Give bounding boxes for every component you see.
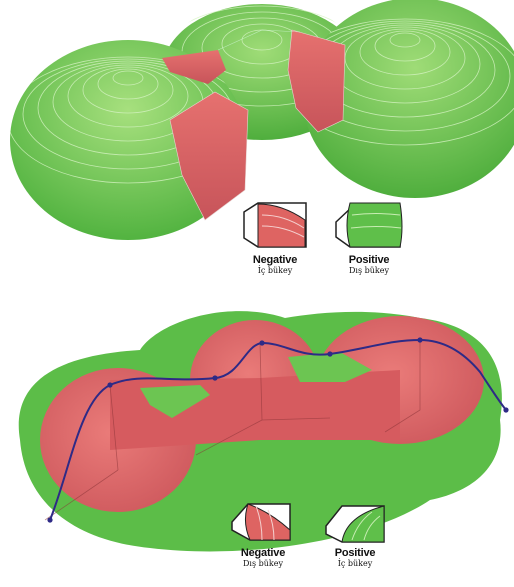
bottom-negative-subtitle: Dış bükey (228, 559, 298, 568)
top-positive-swatch (336, 203, 402, 247)
top-negative-label: Negative İç bükey (240, 254, 310, 275)
top-positive-label: Positive Dış bükey (334, 254, 404, 275)
bottom-positive-title: Positive (320, 547, 390, 559)
bottom-positive-subtitle: İç bükey (320, 559, 390, 568)
top-negative-subtitle: İç bükey (240, 266, 310, 275)
top-positive-subtitle: Dış bükey (334, 266, 404, 275)
top-negative-title: Negative (240, 254, 310, 266)
top-positive-title: Positive (334, 254, 404, 266)
bottom-negative-label: Negative Dış bükey (228, 547, 298, 568)
top-negative-swatch (244, 203, 306, 247)
bottom-negative-title: Negative (228, 547, 298, 559)
bottom-positive-label: Positive İç bükey (320, 547, 390, 568)
